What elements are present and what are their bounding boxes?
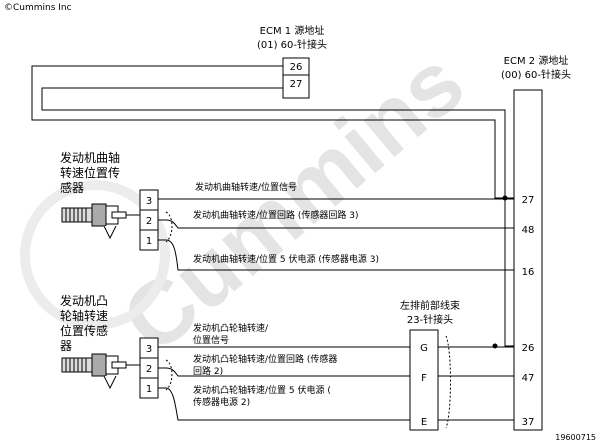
ecm1-title-line1: ECM 1 源地址 — [260, 24, 325, 37]
crank-connector: 3 2 1 — [126, 189, 159, 251]
watermark-ring — [20, 180, 170, 330]
ecm2-title-line2: (00) 60-针接头 — [501, 68, 571, 81]
ecm2-pin-37: 37 — [522, 417, 535, 428]
cam-pin-2: 2 — [146, 364, 152, 375]
harness-pin-f: F — [421, 373, 427, 384]
cam-pin-1: 1 — [146, 384, 152, 395]
cam-wire-signal-label-1: 发动机凸轮轴转速/ — [193, 322, 269, 334]
crank-wires — [158, 198, 514, 271]
ecm1-title-line2: (01) 60-针接头 — [257, 38, 327, 51]
harness-pin-g: G — [420, 343, 428, 354]
cam-sensor-label-2: 轮轴转速 — [60, 308, 108, 323]
crank-sensor-label-1: 发动机曲轴 — [60, 150, 120, 165]
cam-sensor-label-4: 器 — [60, 339, 72, 353]
cam-sensor-icon — [61, 353, 127, 390]
copyright-text: ©Cummins Inc — [4, 3, 72, 13]
cam-sensor-label-1: 发动机凸 — [60, 293, 108, 308]
crank-pin-2: 2 — [146, 216, 152, 227]
ecm2-pin-16: 16 — [522, 267, 535, 278]
crank-sensor-icon — [61, 203, 127, 240]
ecm2-pin-48: 48 — [522, 225, 535, 236]
cam-wire-signal-label-2: 位置信号 — [193, 334, 229, 346]
harness-pin-e: E — [421, 417, 427, 428]
ecm1-link-wires — [31, 65, 514, 347]
ecm2-title-line1: ECM 2 源地址 — [504, 54, 569, 67]
harness-connector: G F E — [409, 329, 451, 431]
harness-title-line2: 23-针接头 — [407, 313, 453, 326]
ecm1-connector: 26 27 — [282, 57, 310, 99]
cam-wire-return-label-1: 发动机凸轮轴转速/位置回路 (传感器 — [193, 353, 337, 365]
cam-wires — [158, 346, 514, 421]
cam-pin-3: 3 — [146, 344, 152, 355]
ecm2-pin-47: 47 — [522, 373, 535, 384]
figure-id: 19600715 — [555, 433, 596, 442]
crank-sensor-label-3: 感器 — [60, 180, 84, 195]
cam-wire-supply-label-1: 发动机凸轮轴转速/位置 5 伏电源 ( — [193, 384, 331, 396]
crank-pin-3: 3 — [146, 196, 152, 207]
ecm1-pin-26: 26 — [290, 62, 303, 73]
cam-wire-return-label-2: 回路 2) — [193, 365, 223, 377]
ecm2-pin-27: 27 — [522, 195, 535, 206]
splice-dot-lower — [492, 343, 498, 349]
crank-wire-supply-label: 发动机曲轴转速/位置 5 伏电源 (传感器电源 3) — [193, 253, 379, 265]
ecm2-pin-26: 26 — [522, 343, 535, 354]
crank-pin-1: 1 — [146, 236, 152, 247]
cam-sensor-label-3: 位置传感 — [60, 323, 108, 338]
harness-title-line1: 左排前部线束 — [400, 299, 460, 312]
ecm2-connector: 27 48 16 26 47 37 — [513, 89, 543, 431]
ecm1-pin-27: 27 — [290, 79, 303, 90]
splice-dot-upper — [502, 195, 508, 201]
cam-connector: 3 2 1 — [126, 337, 159, 399]
crank-wire-return-label: 发动机曲轴转速/位置回路 (传感器回路 3) — [193, 209, 359, 221]
crank-sensor-label-2: 转速位置传 — [60, 165, 120, 180]
crank-wire-signal-label: 发动机曲轴转速/位置信号 — [195, 181, 297, 193]
cam-wire-supply-label-2: 传感器电源 2) — [193, 396, 250, 408]
